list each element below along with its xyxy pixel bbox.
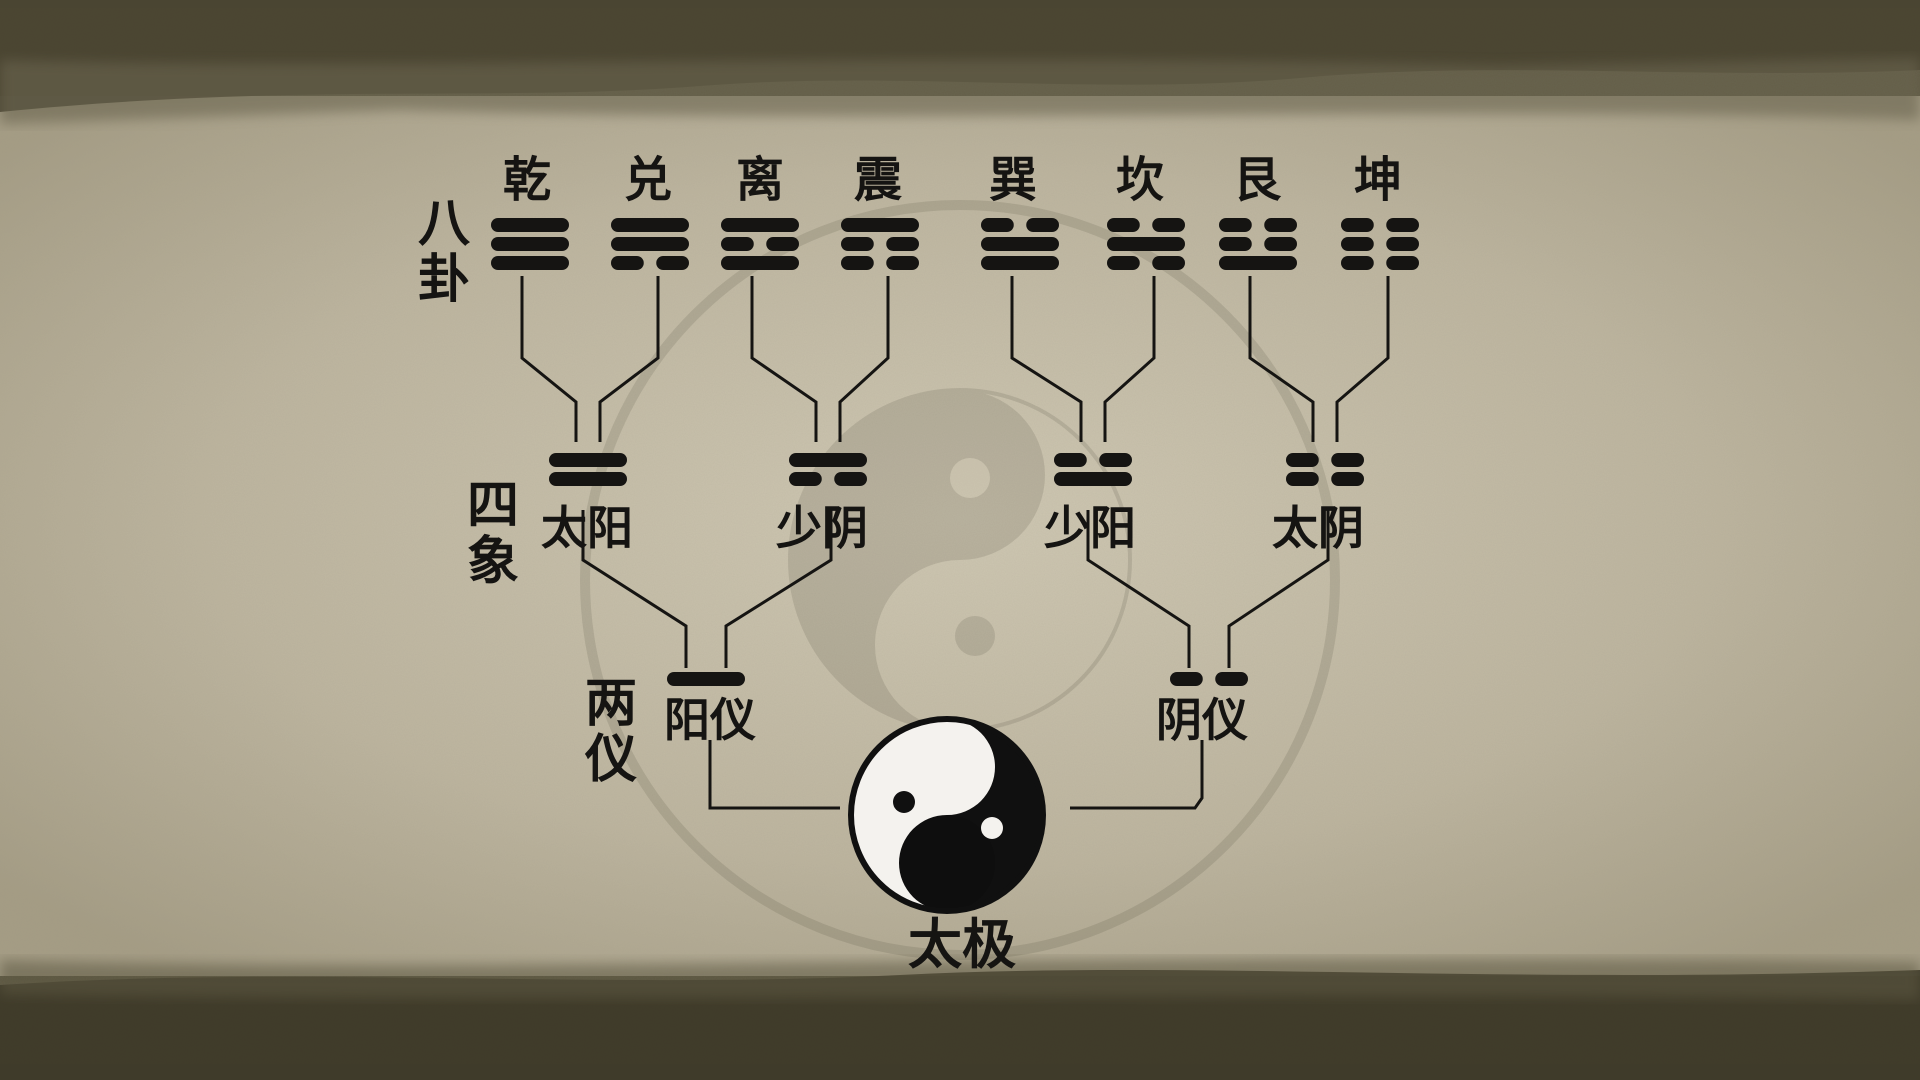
liangyi-1-yin-line-right [1215,672,1248,686]
sixiang-0-yang-line [549,472,627,486]
trigram-connector [1103,276,1156,442]
trigram-4-yang-line [981,237,1059,251]
trigram-0-yang-line [491,256,569,270]
trigram-connector [1335,276,1390,442]
liangyi-side-char: 仪 [584,730,637,791]
trigram-6-yin-line-right [1264,218,1297,232]
sixiang-connector [724,510,833,668]
trigram-3-yin-line-right [886,237,919,251]
liangyi-side-label: 两 仪 [583,676,639,788]
sixiang-1-yin-line-left [789,472,822,486]
sixiang-name-taiyin: 太阴 [1272,501,1364,555]
liangyi-0-yang-line [667,672,745,686]
trigram-6-yin-line-right [1264,237,1297,251]
sixiang-name-shaoyang: 少阳 [1044,501,1136,555]
liangyi-name-yang: 阳仪 [664,693,756,747]
sixiang-name-taiyang: 太阳 [541,501,633,555]
trigram-0-yang-line [491,237,569,251]
tree-connectors [520,276,1390,810]
sixiang-2-yin-line-right [1099,453,1132,467]
trigram-2-yin-line-left [721,237,754,251]
sixiang-1-yang-line [789,453,867,467]
trigram-6-yang-line [1219,256,1297,270]
sixiang-3-yin-line-left [1286,472,1319,486]
trigram-3-yin-line-left [841,256,874,270]
trigram-3-yin-line-left [841,237,874,251]
line-glyphs [491,218,1419,686]
sixiang-connector [581,510,688,668]
trigram-7-yin-line-left [1341,218,1374,232]
trigram-connector [750,276,818,442]
sixiang-side-char: 四 [466,476,519,536]
trigram-7-yin-line-right [1386,256,1419,270]
bagua-side-char: 八 [417,194,470,254]
trigram-name-kan: 坎 [1115,152,1165,208]
sixiang-connector [1227,510,1330,668]
trigram-1-yang-line [611,218,689,232]
liangyi-connector [708,740,840,810]
trigram-6-yin-line-left [1219,237,1252,251]
trigram-2-yin-line-right [766,237,799,251]
bagua-side-label: 八 卦 [416,196,472,308]
trigram-name-zhen: 震 [853,152,903,208]
bagua-side-char: 卦 [417,250,470,311]
sixiang-3-yin-line-right [1331,453,1364,467]
trigram-6-yin-line-left [1219,218,1252,232]
trigram-name-gen: 艮 [1232,152,1282,208]
trigram-1-yang-line [611,237,689,251]
liangyi-1-yin-line-left [1170,672,1203,686]
trigram-5-yin-line-left [1107,218,1140,232]
liangyi-name-yin: 阴仪 [1156,693,1248,747]
trigram-connector [1010,276,1083,442]
trigram-connector [598,276,660,442]
sixiang-1-yin-line-right [834,472,867,486]
sixiang-2-yang-line [1054,472,1132,486]
sixiang-3-yin-line-left [1286,453,1319,467]
trigram-name-qian: 乾 [502,152,552,208]
trigram-5-yang-line [1107,237,1185,251]
trigram-4-yin-line-right [1026,218,1059,232]
trigram-connector [520,276,578,442]
trigram-7-yin-line-right [1386,237,1419,251]
sixiang-0-yang-line [549,453,627,467]
sixiang-connector [1086,510,1191,668]
trigram-connector [1248,276,1315,442]
trigram-7-yin-line-left [1341,237,1374,251]
trigram-5-yin-line-right [1152,218,1185,232]
trigram-name-xun: 巽 [988,152,1038,208]
trigram-5-yin-line-left [1107,256,1140,270]
trigram-4-yin-line-left [981,218,1014,232]
sixiang-name-shaoyin: 少阴 [776,501,868,555]
trigram-2-yang-line [721,218,799,232]
trigram-1-yin-line-right [656,256,689,270]
sixiang-2-yin-line-left [1054,453,1087,467]
trigram-4-yang-line [981,256,1059,270]
sixiang-side-label: 四 象 [465,478,521,590]
taiji-label: 太极 [908,913,1016,976]
trigram-name-dui: 兑 [623,152,673,208]
trigram-7-yin-line-left [1341,256,1374,270]
trigram-connector [838,276,890,442]
liangyi-side-char: 两 [584,674,637,734]
trigram-3-yang-line [841,218,919,232]
trigram-0-yang-line [491,218,569,232]
trigram-name-li: 离 [735,152,785,208]
trigram-3-yin-line-right [886,256,919,270]
trigram-1-yin-line-left [611,256,644,270]
liangyi-connector [1070,740,1204,810]
trigram-2-yang-line [721,256,799,270]
trigram-7-yin-line-right [1386,218,1419,232]
taiji-icon [848,716,1046,914]
sixiang-side-char: 象 [466,532,519,593]
trigram-5-yin-line-right [1152,256,1185,270]
trigram-name-kun: 坤 [1353,152,1403,208]
sixiang-3-yin-line-right [1331,472,1364,486]
